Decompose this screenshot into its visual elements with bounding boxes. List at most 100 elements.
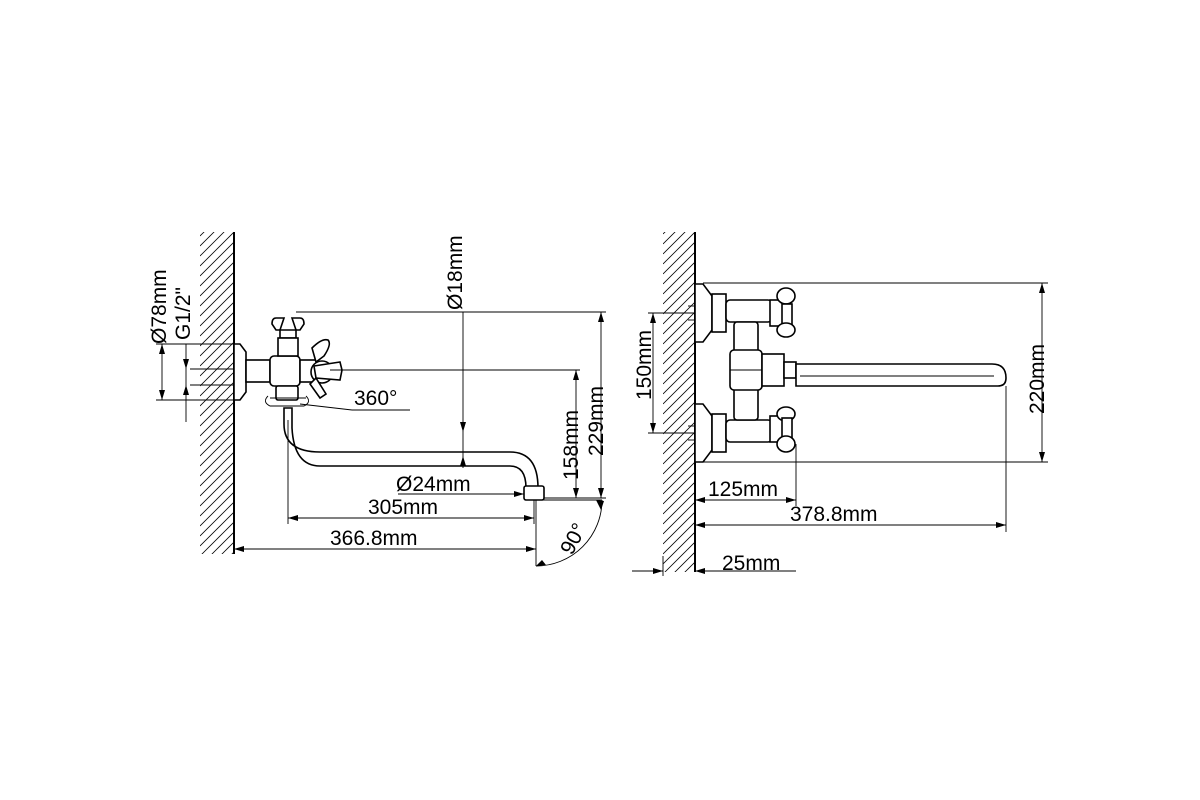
dim-total-reach: 378.8mm [790, 503, 878, 526]
wall-hatch-line [663, 351, 695, 385]
wall-hatch-line [200, 311, 234, 347]
wall-hatch-line [663, 232, 695, 265]
wall-hatch-line [200, 592, 234, 626]
wall-hatch-line [663, 461, 695, 495]
wall-hatch-line [200, 261, 234, 297]
dim-angle: 90° [556, 520, 591, 559]
wall-hatch-line [663, 281, 695, 315]
wall-hatch-line [663, 271, 695, 305]
wall-hatch-line [200, 572, 234, 606]
dim-wall-offset: 25mm [722, 552, 780, 575]
wall-hatch-line [663, 511, 695, 545]
wall-hatch-line [663, 291, 695, 325]
wall-hatch-line [664, 541, 695, 572]
wall-hatch-line [663, 261, 695, 295]
dim-height-inner: 158mm [560, 410, 583, 480]
dim-thread: G1/2" [172, 287, 195, 340]
wall-hatch-line [200, 461, 234, 497]
right-view: 150mm 220mm 125mm 378.8mm [632, 232, 1049, 634]
left-view: Ø78mm G1/2" Ø18mm 158mm 229mm 36 [148, 192, 608, 626]
wall-hatch-line [200, 331, 234, 367]
wall-hatch-line [200, 481, 234, 517]
wall-hatch-line [200, 361, 234, 397]
wall-hatch-line [663, 232, 686, 255]
dim-overall-height: 220mm [1026, 344, 1049, 414]
wall-hatch-line [674, 551, 695, 572]
wall-hatch-line [200, 471, 234, 507]
dim-pipe-diameter: Ø18mm [444, 235, 467, 310]
wall-hatch-line [663, 602, 695, 634]
dim-spout-diameter: Ø24mm [396, 473, 471, 496]
wall-hatch-line [663, 371, 695, 405]
wall-hatch-line [200, 232, 205, 237]
wall-hatch-line [663, 521, 695, 555]
wall-hatch-line [663, 441, 695, 475]
right-wall [663, 232, 696, 634]
left-spout [283, 407, 545, 501]
wall-hatch-line [200, 371, 234, 407]
wall-hatch-line [200, 421, 234, 457]
wall-hatch-line [663, 592, 695, 624]
wall-hatch-line [663, 401, 695, 435]
wall-hatch-line [231, 551, 234, 554]
wall-hatch-line [663, 421, 695, 455]
wall-hatch-line [200, 511, 234, 547]
right-dimensions: 150mm 220mm 125mm 378.8mm [632, 282, 1049, 576]
wall-hatch-line [663, 501, 695, 535]
wall-hatch-line [200, 291, 234, 327]
wall-hatch-line [663, 431, 695, 465]
wall-hatch-line [200, 391, 234, 427]
wall-hatch-line [663, 381, 695, 415]
dim-partial-top: Ø78mm [148, 269, 171, 344]
wall-hatch-line [200, 441, 234, 477]
wall-hatch-line [663, 531, 695, 565]
wall-hatch-line [200, 562, 234, 596]
dim-center-distance: 150mm [633, 330, 656, 400]
wall-hatch-line [663, 361, 695, 395]
left-wall [200, 192, 235, 626]
right-mixer [688, 283, 1007, 463]
left-dimensions: Ø78mm G1/2" Ø18mm 158mm 229mm 36 [148, 235, 608, 567]
wall-hatch-line [200, 281, 234, 317]
wall-hatch-line [200, 241, 234, 277]
wall-hatch-line [200, 582, 234, 616]
wall-hatch-line [663, 301, 695, 335]
wall-hatch-line [200, 192, 234, 226]
wall-hatch-line [200, 321, 234, 357]
wall-hatch-line [200, 232, 225, 257]
wall-hatch-line [663, 251, 695, 285]
left-wall-flange [190, 343, 271, 401]
dim-reach-inner: 305mm [368, 496, 438, 519]
wall-hatch-line [200, 251, 234, 287]
dim-height-outer: 229mm [585, 386, 608, 456]
wall-hatch-line [201, 521, 234, 554]
wall-hatch-line [663, 471, 695, 505]
wall-hatch-line [663, 481, 695, 515]
wall-hatch-line [663, 411, 695, 445]
wall-hatch-line [663, 341, 695, 375]
wall-hatch-line [663, 451, 695, 485]
wall-hatch-line [663, 232, 666, 235]
wall-hatch-line [663, 321, 695, 355]
wall-hatch-line [200, 431, 234, 467]
wall-hatch-line [200, 381, 234, 417]
wall-hatch-line [663, 331, 695, 365]
wall-hatch-line [200, 401, 234, 437]
dim-reach-outer: 366.8mm [330, 527, 418, 550]
left-mixer-body [265, 317, 343, 407]
wall-hatch-line [200, 451, 234, 487]
wall-hatch-line [200, 232, 215, 247]
wall-hatch-line [663, 241, 695, 275]
wall-hatch-line [200, 271, 234, 307]
wall-hatch-line [200, 232, 234, 267]
wall-hatch-line [221, 541, 234, 554]
dim-rotation: 360° [354, 387, 397, 410]
wall-hatch-line [211, 531, 234, 554]
wall-hatch-line [663, 582, 695, 614]
wall-hatch-line [663, 491, 695, 525]
wall-hatch-line [200, 301, 234, 337]
dim-handle-offset: 125mm [708, 478, 778, 501]
wall-hatch-line [200, 491, 234, 527]
wall-hatch-line [200, 341, 234, 377]
